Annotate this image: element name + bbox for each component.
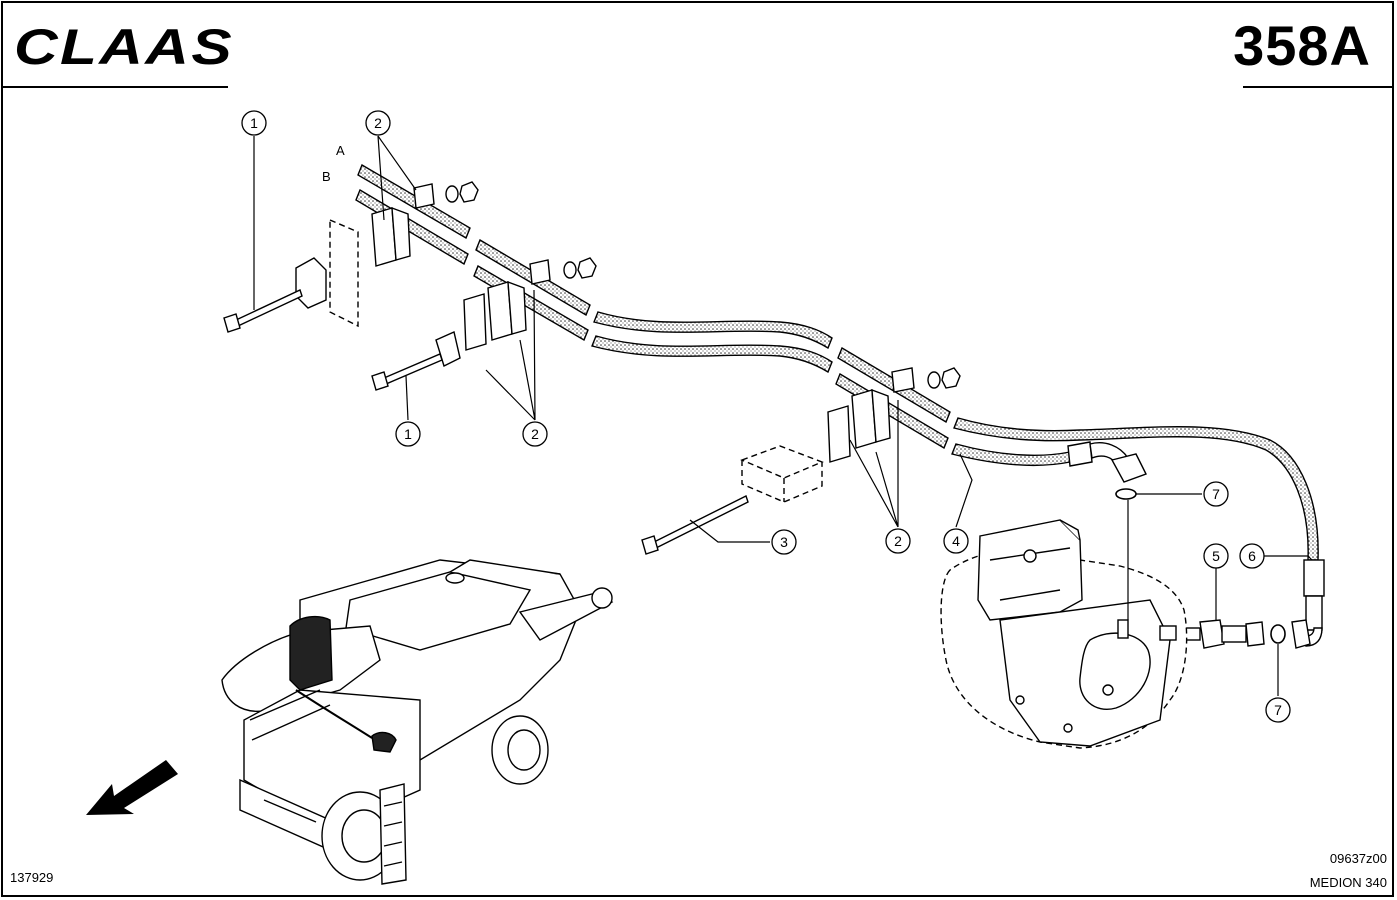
clamp-block xyxy=(740,445,824,503)
combine-harvester-overview xyxy=(221,559,614,885)
page-number: 358A xyxy=(1233,14,1371,77)
clamp-brackets xyxy=(371,183,915,463)
callout-7-bottom: 7 xyxy=(1265,697,1291,723)
header-rule-right xyxy=(1243,86,1393,88)
adapter-fitting xyxy=(1177,619,1265,649)
header-rule-left xyxy=(2,86,228,88)
callout-5: 5 xyxy=(1203,543,1229,569)
callout-4: 4 xyxy=(943,528,969,554)
reference-code: 09637z00 xyxy=(1329,851,1387,866)
callout-1-mid: 1 xyxy=(395,421,421,447)
svg-text:1: 1 xyxy=(404,426,412,442)
view-label-a: A xyxy=(336,143,345,158)
hose-6-fittings xyxy=(1291,559,1325,649)
hose-end-fitting xyxy=(1067,441,1147,483)
leader-lines xyxy=(253,135,1313,696)
callout-2-right: 2 xyxy=(885,528,911,554)
hose-b-segment xyxy=(951,443,1071,466)
svg-text:2: 2 xyxy=(531,426,539,442)
svg-text:3: 3 xyxy=(780,534,788,550)
callout-1-top: 1 xyxy=(241,110,267,136)
brand-logo: CLAAS xyxy=(14,19,236,75)
svg-text:5: 5 xyxy=(1212,548,1220,564)
hydraulic-pump xyxy=(940,519,1188,749)
callout-3: 3 xyxy=(771,529,797,555)
direction-arrow-icon xyxy=(86,760,178,815)
callout-markers: 1 2 1 2 3 2 4 7 5 6 7 xyxy=(241,110,1291,723)
svg-text:2: 2 xyxy=(894,533,902,549)
callout-2-mid: 2 xyxy=(522,421,548,447)
callout-2-top: 2 xyxy=(365,110,391,136)
callout-7-top: 7 xyxy=(1203,481,1229,507)
view-label-b: B xyxy=(322,169,331,184)
svg-text:7: 7 xyxy=(1212,486,1220,502)
bolts xyxy=(223,289,749,555)
svg-text:6: 6 xyxy=(1248,548,1256,564)
drawing-number: 137929 xyxy=(10,870,54,885)
o-ring xyxy=(1270,624,1286,644)
o-ring xyxy=(1115,488,1137,500)
svg-text:4: 4 xyxy=(952,533,960,549)
mounting-plate xyxy=(295,218,461,367)
hose-b-segment xyxy=(591,335,833,374)
svg-text:2: 2 xyxy=(374,115,382,131)
callout-6: 6 xyxy=(1239,543,1265,569)
model-name: MEDION 340 xyxy=(1309,875,1387,890)
brand-logo-text: CLAAS xyxy=(14,22,234,70)
nuts-washers xyxy=(445,181,961,389)
hose-a-segment xyxy=(357,163,471,240)
hose-b-segment xyxy=(355,188,469,266)
hose-a-segment xyxy=(593,311,833,350)
svg-text:7: 7 xyxy=(1274,702,1282,718)
svg-text:1: 1 xyxy=(250,115,258,131)
hose-bundle xyxy=(355,163,1319,561)
